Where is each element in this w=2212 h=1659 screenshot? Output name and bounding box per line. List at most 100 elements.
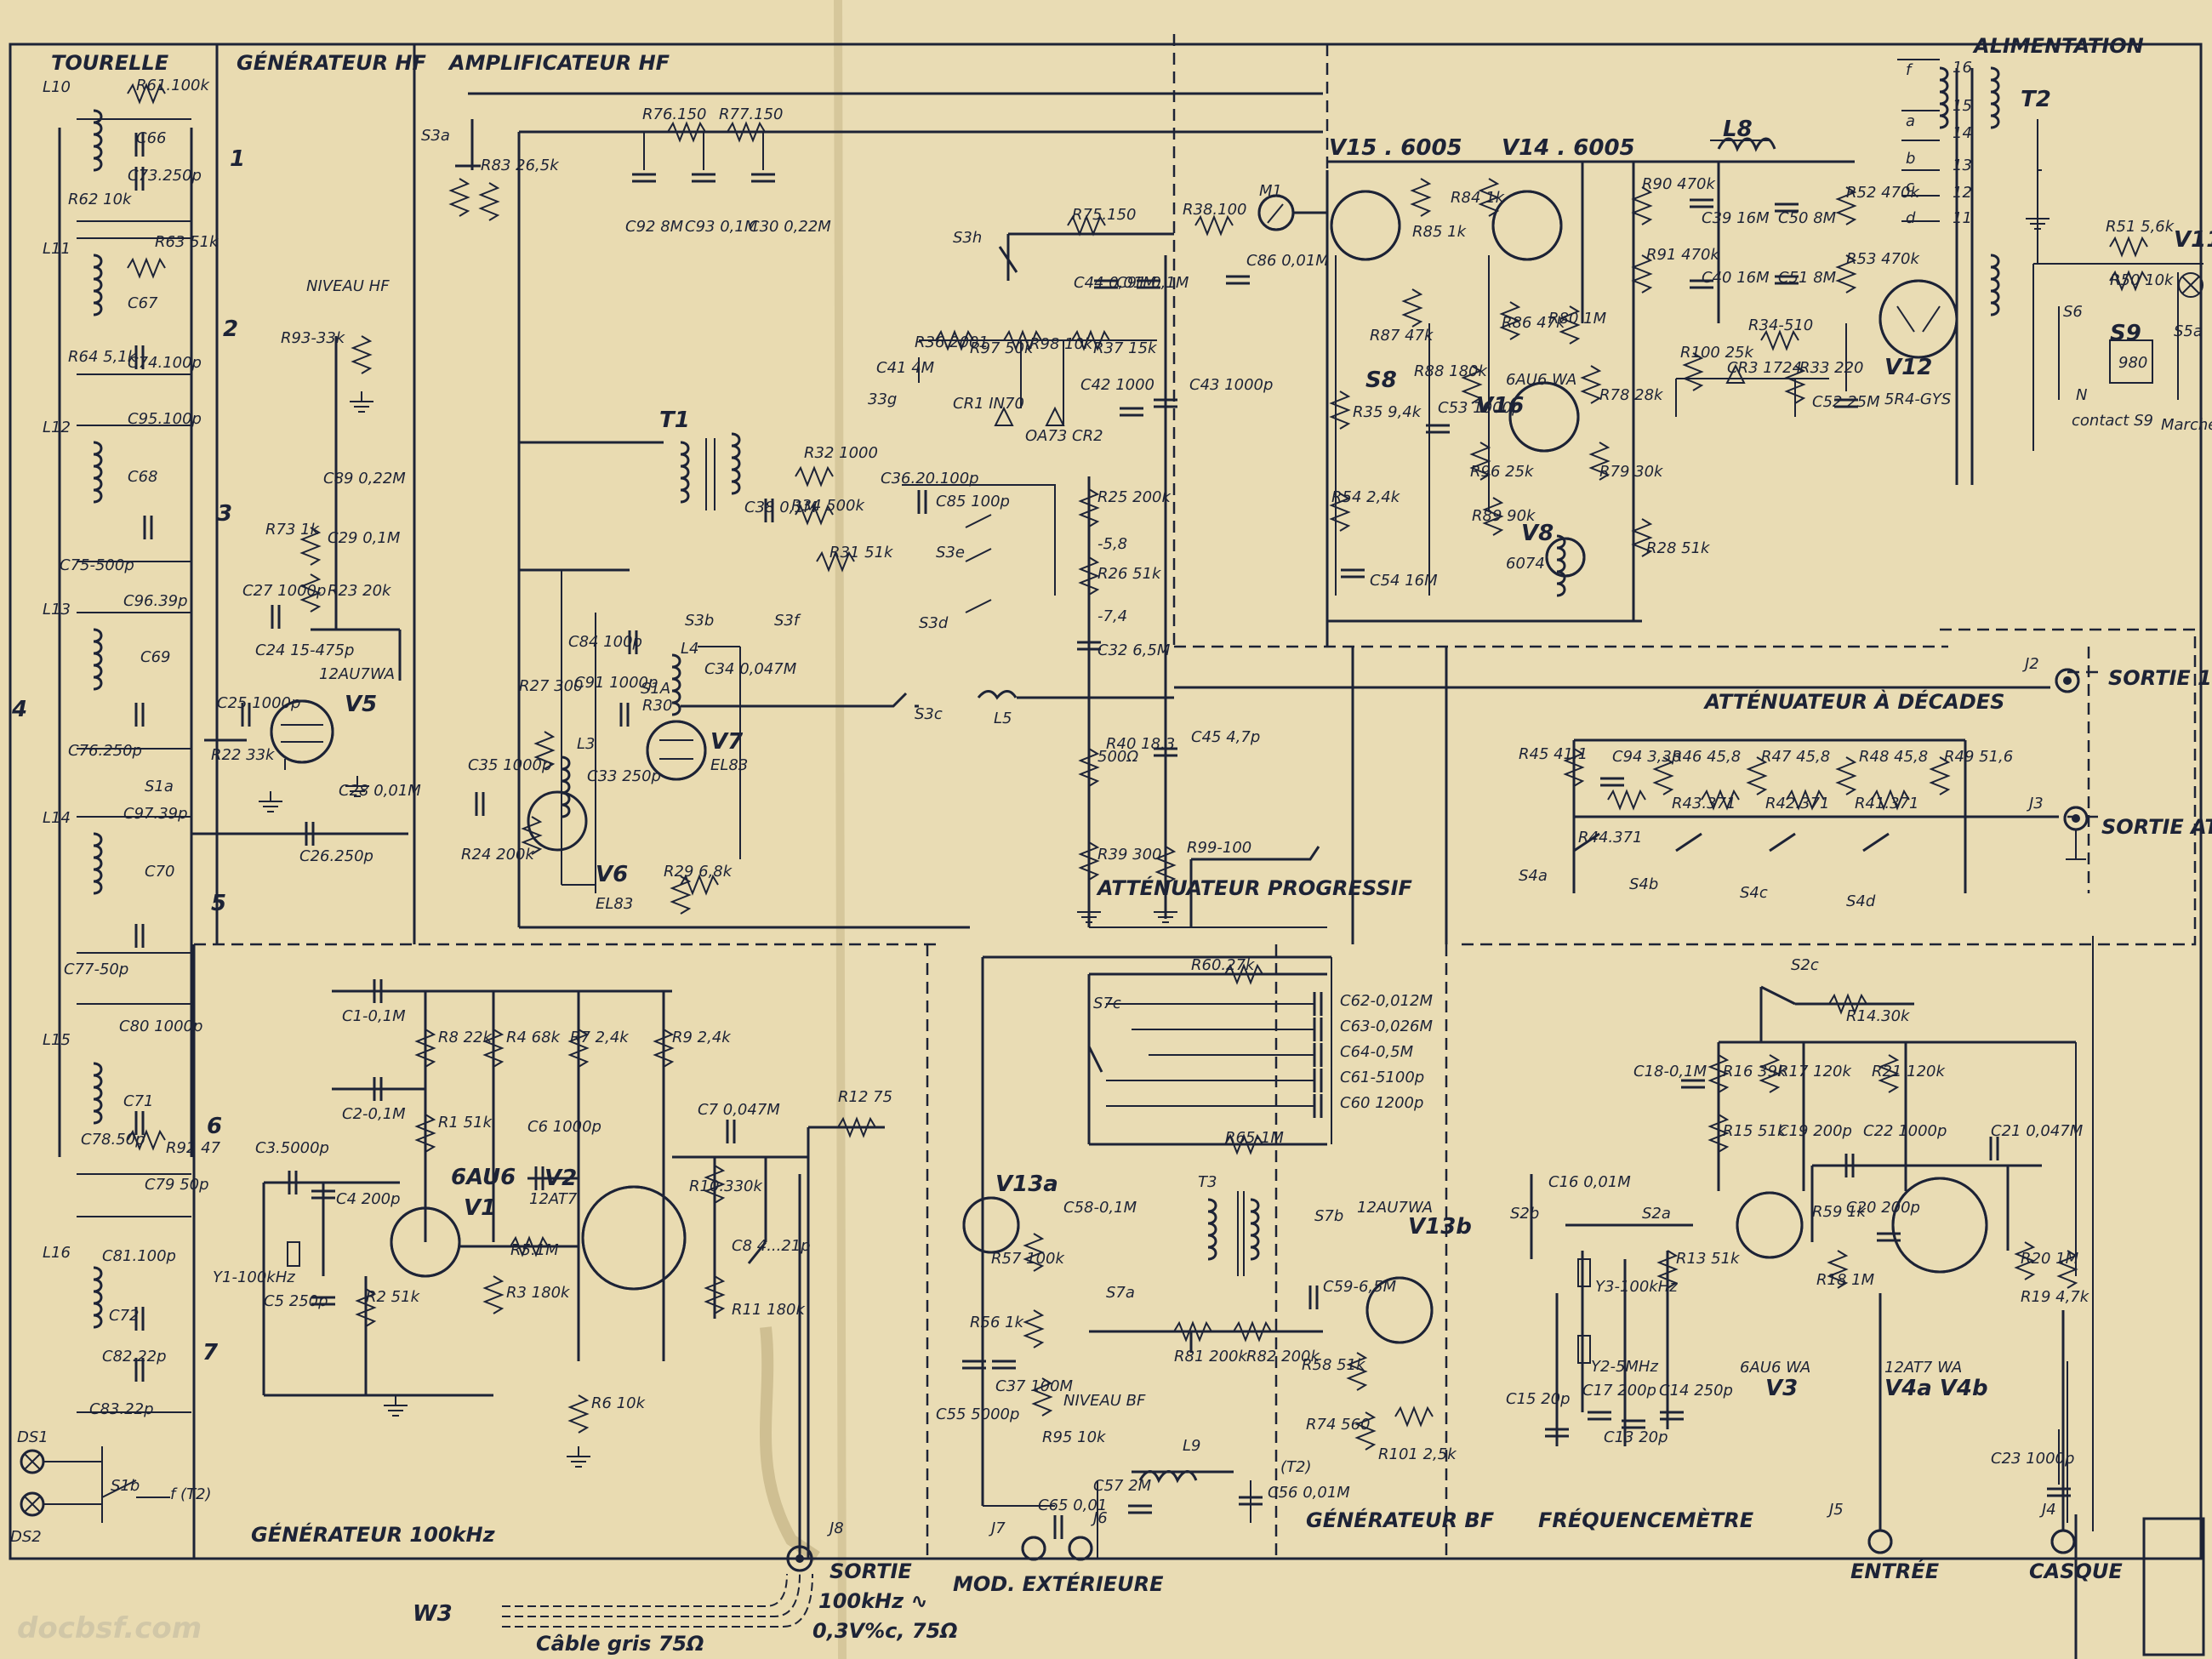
bf-label: C57 2M (1093, 1477, 1152, 1495)
osc-label: C6 1000p (527, 1118, 601, 1136)
connector-j8[interactable] (786, 1545, 813, 1572)
bf-label: R74 560 (1306, 1416, 1371, 1434)
hf-amp-label: R29 6,8k (664, 863, 733, 881)
hf-gen-label: C27 1000p (242, 582, 326, 600)
hf-amp-label: C42 1000 (1080, 376, 1154, 394)
hf-amp-label: C93 0,1M (685, 218, 758, 236)
power-label: R87 47k (1370, 327, 1434, 345)
hf-amp-label: C41 4M (876, 359, 935, 377)
hf-amp-label: C32 6,5M (1097, 641, 1171, 659)
turret-label: R92 47 (166, 1139, 221, 1157)
transformer-t1-label: T1 (659, 408, 690, 433)
hf-amp-label: R98 10k (1029, 335, 1094, 353)
hf-amp-label: R36.2001 (915, 334, 989, 351)
connector-j5[interactable] (1867, 1529, 1893, 1554)
bf-label: R81 200k (1174, 1348, 1248, 1365)
tube-v1-type: 6AU6 (451, 1165, 516, 1190)
power-label: R54 2,4k (1331, 488, 1401, 506)
power-label: f (1906, 61, 1913, 79)
freq-label: C23 1000p (1991, 1450, 2074, 1468)
power-label: C52 25M (1812, 393, 1880, 411)
osc-label: R4 68k (506, 1029, 562, 1046)
hf-amp-label: R37 15k (1093, 339, 1158, 357)
connector-j7[interactable] (1021, 1536, 1046, 1561)
power-label: R34-510 (1748, 316, 1813, 334)
turret-label: R62 10k (68, 191, 133, 208)
hf-amp-label: C33 250p (587, 767, 661, 785)
hf-amp-label: C91 0,1M (1116, 274, 1189, 292)
band-number: 5 (211, 891, 226, 916)
power-label: R90 470k (1642, 175, 1716, 193)
transformer-t3-label: T3 (1198, 1173, 1217, 1191)
freq-label: R21 120k (1872, 1063, 1946, 1080)
band-number: 3 (217, 501, 232, 527)
switch-s7a-label: S7a (1106, 1284, 1135, 1302)
power-label: C39 16M (1702, 209, 1770, 227)
tube-v7-label: V7 (710, 729, 744, 755)
hf-amp-label: R83 26,5k (481, 157, 560, 174)
meter-m1-label: M1 (1259, 182, 1282, 200)
turret-label: C70 (145, 863, 174, 881)
freq-label: R18 1M (1816, 1271, 1875, 1289)
tube-v8-symbol (1545, 537, 1586, 578)
connector-j4[interactable] (2050, 1529, 2076, 1554)
bf-label: C55 5000p (936, 1405, 1019, 1423)
hf-amp-label: C91 1000p (574, 674, 658, 692)
band-number-4: 4 (11, 697, 27, 722)
power-label: c (1906, 178, 1914, 196)
bf-label: C65 0,01 (1038, 1497, 1107, 1514)
bf-label: R82 200k (1246, 1348, 1320, 1365)
section-amplificateur-hf: AMPLIFICATEUR HF (448, 51, 670, 75)
connector-j6[interactable] (1068, 1536, 1093, 1561)
tube-v13a-symbol (962, 1196, 1020, 1254)
tube-v5-symbol (270, 699, 334, 764)
section-generateur-100khz: GÉNÉRATEUR 100kHz (251, 1522, 496, 1547)
hf-gen-label: C25 1000p (217, 694, 300, 712)
power-label: 12 (1953, 184, 1972, 202)
switch-s4b-label: S4b (1629, 875, 1658, 893)
corner-box (2142, 1517, 2205, 1656)
hf-amp-label: C85 100p (936, 493, 1010, 510)
hf-amp-label: S3h (953, 229, 982, 247)
bf-label: R57 100k (991, 1250, 1065, 1268)
hf-amplifier-circuit (450, 92, 1329, 929)
turret-label: R63 51k (155, 233, 219, 251)
tube-v13b-type: 12AU7WA (1357, 1199, 1433, 1217)
connector-j8-label: J8 (827, 1519, 844, 1537)
sortie-100khz-label-2: 100kHz ∿ (818, 1589, 928, 1613)
power-label: a (1906, 112, 1915, 130)
inductor-l9-label: L9 (1183, 1437, 1200, 1455)
bf-label: R60.27k (1191, 956, 1256, 974)
hf-amp-label: S3a (421, 127, 450, 145)
osc-label: R5.1M (510, 1241, 559, 1259)
hf-amp-label: R24 200k (461, 846, 535, 864)
freq-label: R17 120k (1778, 1063, 1852, 1080)
switch-s8-label: S8 (1365, 368, 1397, 393)
turret-label: C73.250p (128, 167, 202, 185)
crystal-y1-label: Y1-100kHz (213, 1268, 295, 1286)
attenuator-label: R49 51,6 (1944, 748, 2013, 766)
power-label: R79 30k (1599, 463, 1664, 481)
connector-j2[interactable] (2055, 668, 2080, 693)
osc-label: C2-0,1M (342, 1105, 406, 1123)
power-label: R33 220 (1799, 359, 1864, 377)
crystal-y3-label: Y3-100kHz (1595, 1278, 1678, 1296)
connector-j3[interactable] (2063, 806, 2089, 831)
hf-amp-label: L4 (681, 640, 698, 658)
section-attenuateur-progressif: ATTÉNUATEUR PROGRESSIF (1096, 875, 1413, 900)
turret-label: C69 (140, 648, 170, 666)
turret-label: C96.39p (123, 592, 188, 610)
power-label: C51 8M (1778, 269, 1837, 287)
transformer-t2-label: T2 (2021, 87, 2051, 112)
tube-v8-type: 6074 (1506, 555, 1545, 573)
power-label: 14 (1953, 124, 1972, 142)
section-generateur-bf: GÉNÉRATEUR BF (1306, 1508, 1495, 1532)
turret-label: C77-50p (64, 961, 128, 978)
bf-label: C63-0,026M (1340, 1018, 1433, 1035)
hf-amp-label: R27 300 (519, 677, 584, 695)
hf-amp-label: S3d (919, 614, 949, 632)
tube-v8-label: V8 (1521, 521, 1554, 546)
attenuator-label: R48 45,8 (1859, 748, 1928, 766)
osc-label: R1 51k (438, 1114, 493, 1132)
attenuator-label: C94 3,3p (1612, 748, 1681, 766)
